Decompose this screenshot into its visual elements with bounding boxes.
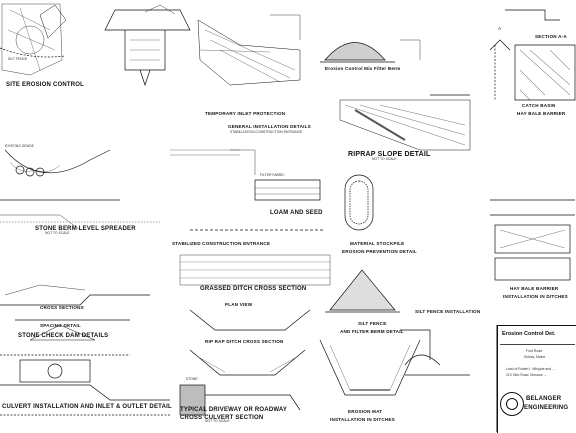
silt-fence-ditch-title: SILT FENCE INSTALLATION — [415, 309, 481, 314]
grassed-ditch-title: GRASSED DITCH CROSS SECTION — [200, 286, 307, 292]
construction-entrance-sketch — [179, 229, 331, 286]
general-inst-title: GENERAL INSTALLATION DETAILS — [228, 124, 311, 129]
erosion-mat-sketch — [319, 339, 421, 396]
hay-bale-barrier-title: HAY BALE BARRIER — [517, 111, 566, 116]
hay-bale-ditch-title-2: INSTALLATION IN DITCHES — [503, 294, 568, 299]
riprap-slope-sketch — [339, 94, 471, 151]
plan-view-title: PLAN VIEW — [225, 302, 253, 307]
not-to-scale-label-3: NOT TO SCALE — [205, 419, 230, 423]
cross-sections-title: CROSS SECTIONS — [40, 305, 84, 310]
section-aa-title: SECTION A-A — [535, 34, 567, 39]
ditch-cross-section — [189, 309, 311, 376]
driveway-title-2: CROSS CULVERT SECTION — [180, 415, 264, 421]
silt-fence-label: SILT FENCE — [8, 57, 28, 61]
silt-fence-berm-sketch — [400, 329, 470, 376]
riprap-title: RIPRAP SLOPE DETAIL — [348, 151, 431, 158]
spacing-title: SPACING DETAIL — [40, 323, 81, 328]
driveway-section-sketch — [179, 384, 301, 416]
culvert-title: CULVERT INSTALLATION AND INLET & OUTLET … — [2, 404, 172, 410]
firm-name-2: ENGINEERING — [524, 405, 569, 411]
stabilized-entrance-title: STABILIZED CONSTRUCTION ENTRANCE — [172, 241, 271, 246]
stockpile-oval — [344, 174, 374, 231]
not-to-scale-label-2: NOT TO SCALE — [372, 157, 397, 161]
culvert-sketch — [0, 359, 170, 416]
silt-fence-berm-title-1: SILT FENCE — [358, 321, 387, 326]
hay-bale-ditch-sketch — [490, 199, 575, 281]
title-block: Erosion Control Det. Ford Road Sidney, M… — [497, 325, 576, 433]
stockpile-title-2: EROSION PREVENTION DETAIL — [342, 249, 417, 254]
inlet-protection-sketch — [104, 4, 191, 87]
driveway-title-1: TYPICAL DRIVEWAY OR ROADWAY — [180, 407, 288, 413]
erosion-mat-title-1: EROSION MAT — [348, 409, 383, 414]
title-block-client: Land of Robert I. Whipple and ... — [506, 367, 555, 371]
loam-seed-sketch — [230, 149, 321, 201]
filter-fabric-label: FILTER FABRIC — [260, 173, 285, 177]
loam-seed-title: LOAM AND SEED — [270, 210, 323, 216]
stone-berm-title: STONE BERM LEVEL SPREADER — [35, 226, 136, 232]
fabric-roll-sketch — [197, 14, 301, 86]
stockpile-triangle — [325, 269, 400, 313]
check-dam-sketch — [0, 284, 150, 356]
section-marker-a: A — [498, 26, 502, 31]
stone-label: STONE — [186, 377, 198, 381]
site-erosion-title: SITE EROSION CONTROL — [6, 82, 85, 88]
not-to-scale-label: NOT TO SCALE — [45, 231, 70, 235]
erosion-berm-title: Erosion Control Mix Filter Berm — [325, 66, 401, 71]
temp-inlet-title: TEMPORARY INLET PROTECTION — [205, 111, 286, 116]
ditch-check-sketch — [0, 149, 120, 231]
hay-bale-ditch-title-1: HAY BALE BARRIER — [510, 286, 559, 291]
section-aa-sketch — [489, 9, 576, 101]
berm-mound-sketch — [320, 39, 421, 63]
title-block-heading: Erosion Control Det. — [502, 331, 556, 337]
title-block-town: Sidney, Maine — [524, 355, 546, 359]
riprap-ditch-title: RIP RAP DITCH CROSS SECTION — [205, 339, 284, 344]
catch-basin-title: CATCH BASIN — [522, 103, 556, 108]
stockpile-title-1: MATERIAL STOCKPILE — [350, 241, 405, 246]
silt-fence-berm-title-2: AND FILTER BERM DETAIL — [340, 329, 404, 334]
site-erosion-sketch — [0, 3, 67, 76]
erosion-mat-title-2: INSTALLATION IN DITCHES — [330, 417, 395, 422]
general-inst-subtitle: STABILIZATION CONSTRUCTION ENTRANCE — [230, 130, 303, 134]
title-block-address: 210 Sibu Road, Moscow ... — [506, 373, 547, 377]
firm-logo — [500, 392, 524, 416]
title-block-road: Ford Road — [526, 349, 543, 353]
existing-grade-label: EXISTING GRADE — [5, 144, 34, 148]
stone-check-title: STONE CHECK DAM DETAILS — [18, 333, 109, 339]
firm-name-1: BELANGER — [526, 396, 562, 402]
